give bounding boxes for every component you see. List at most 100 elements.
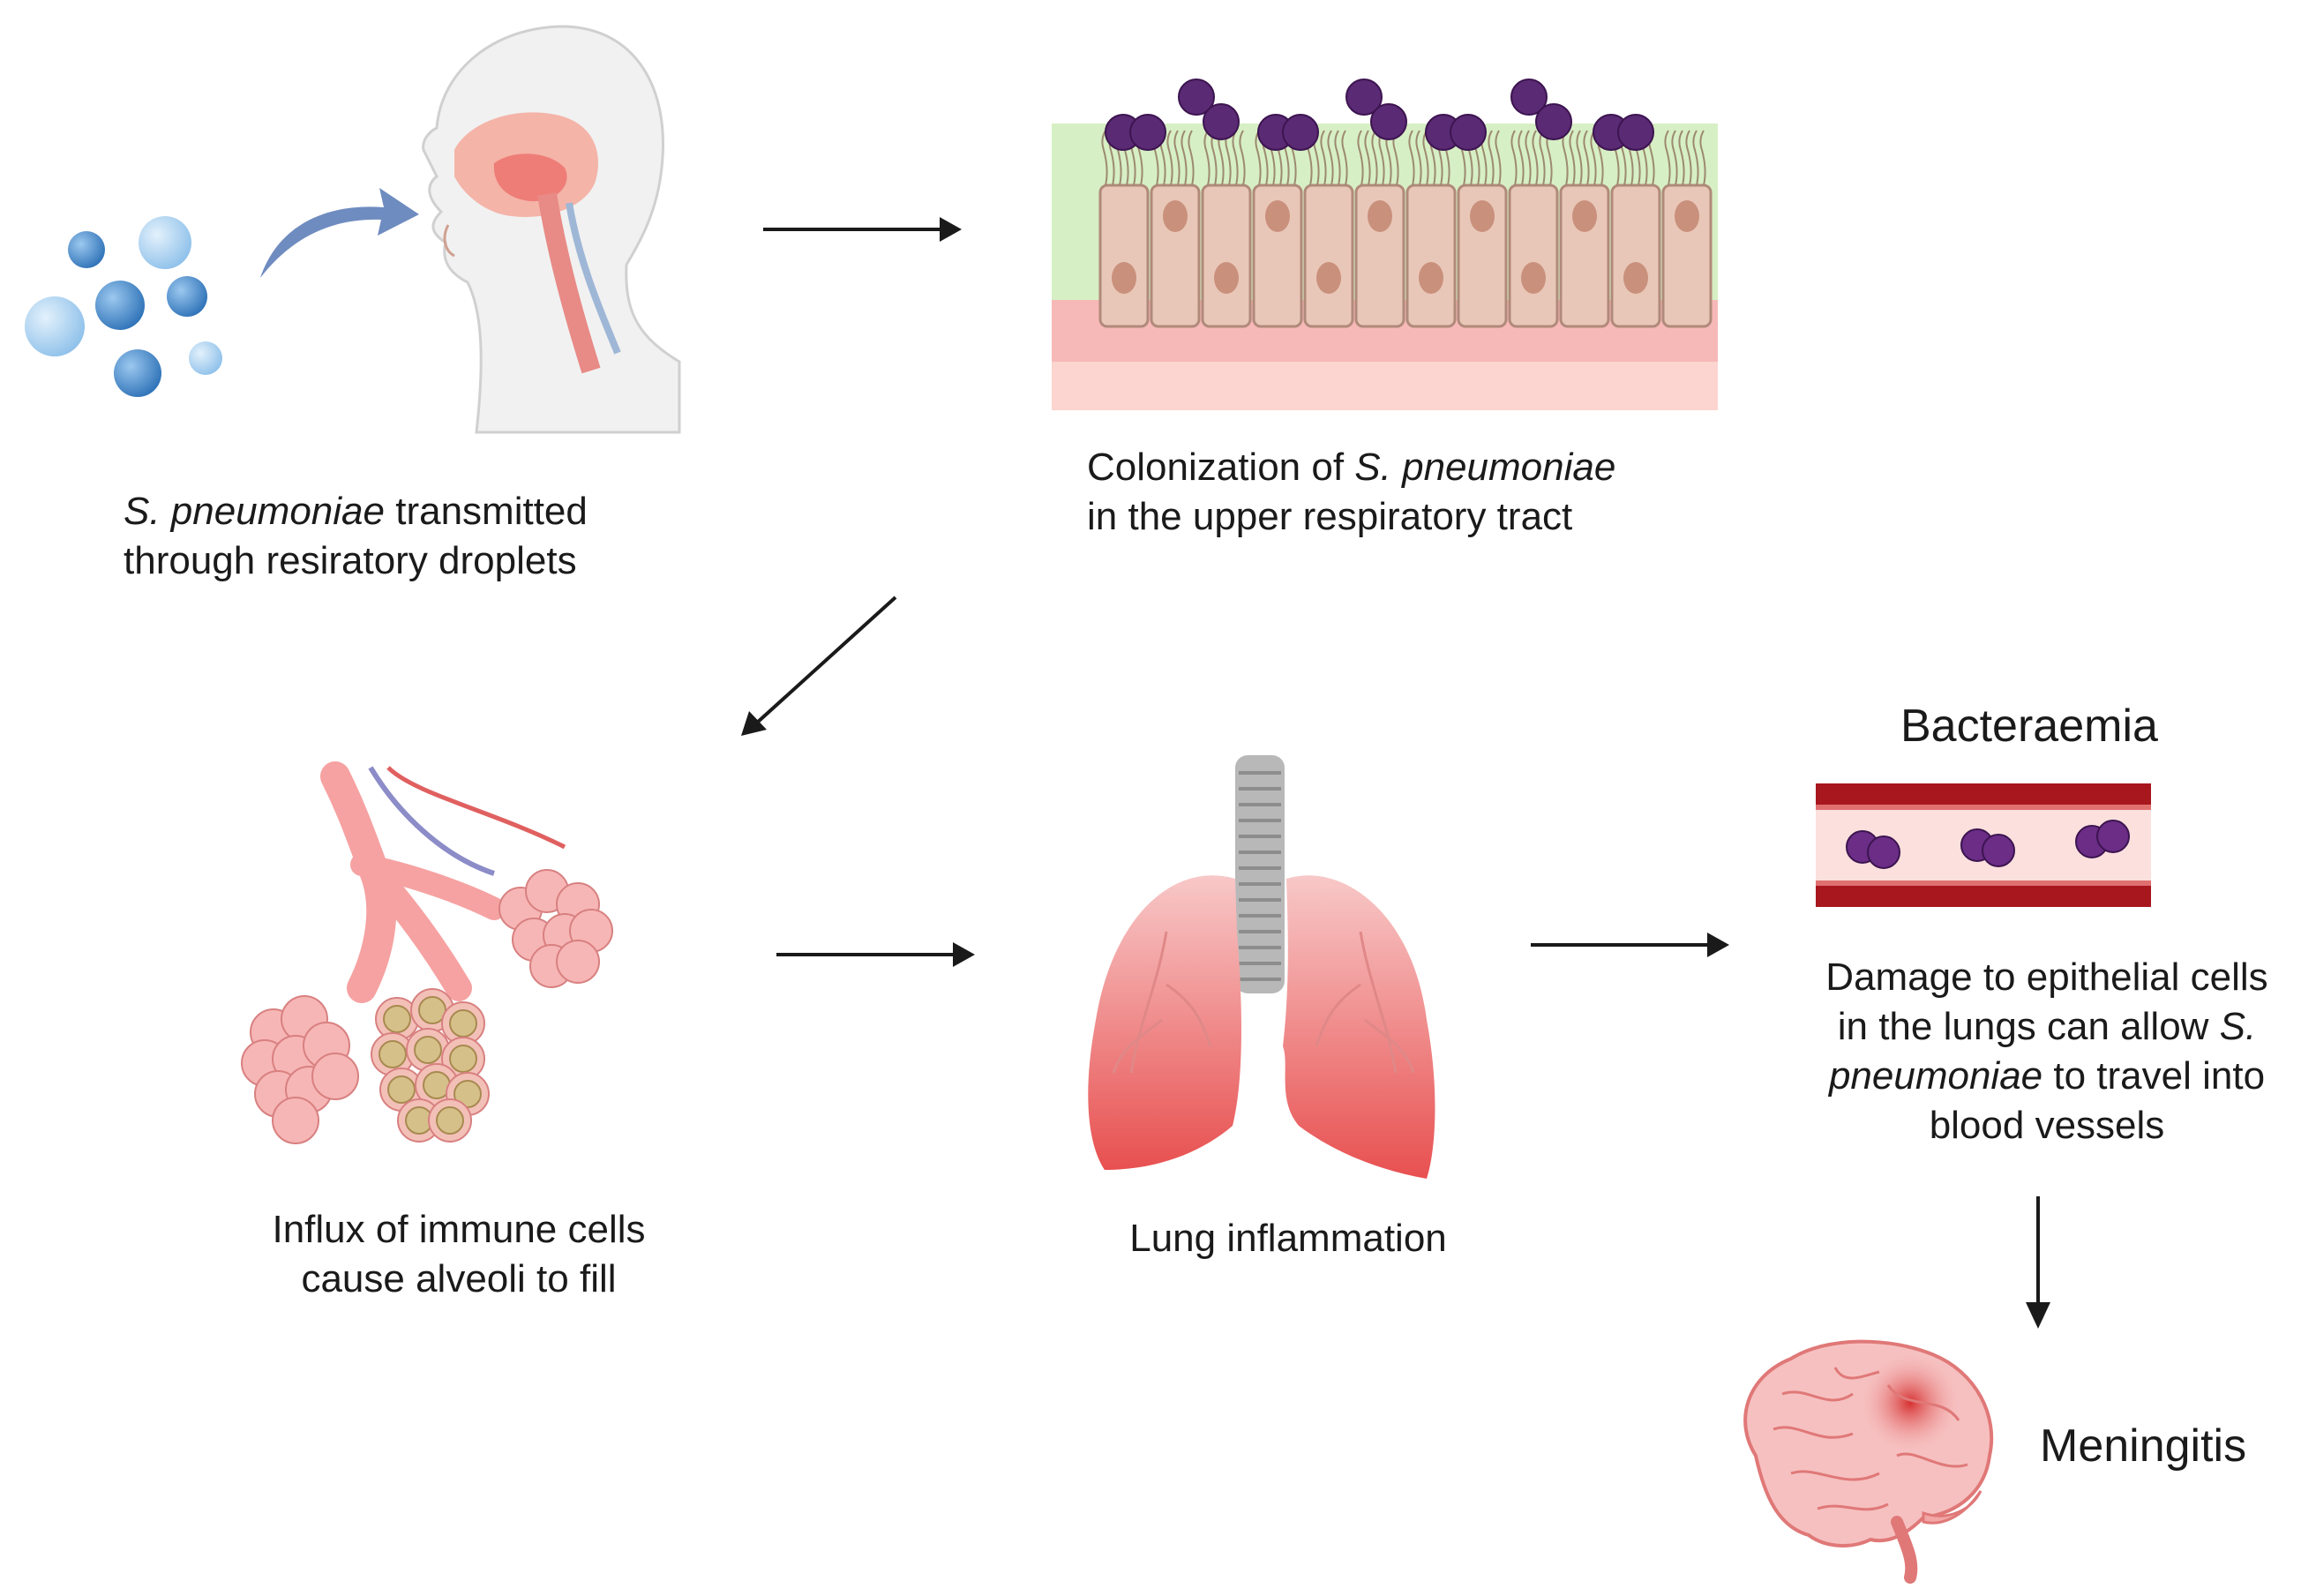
bacterium	[1178, 79, 1215, 116]
meningitis-title: Meningitis	[2040, 1420, 2247, 1472]
epithelial-cell	[1508, 184, 1559, 328]
epithelial-cell	[1354, 184, 1405, 328]
cilium	[1685, 130, 1692, 186]
cilium	[1341, 130, 1348, 186]
bacteraemia-caption-line3: pneumoniae to travel into	[1800, 1052, 2294, 1101]
inflammation-caption: Lung inflammation	[1076, 1214, 1500, 1263]
epithelial-cell	[1661, 184, 1713, 328]
transmission-caption-line1: S. pneumoniae transmitted	[124, 487, 588, 536]
bacteraemia-caption-line4: blood vessels	[1929, 1104, 2165, 1147]
cilium	[1510, 130, 1518, 186]
cell-nucleus	[1368, 200, 1392, 232]
alveoli-icon	[241, 761, 613, 1144]
epithelial-cell	[1457, 184, 1508, 328]
arrow-right-3	[1531, 933, 1729, 957]
cilium	[1320, 130, 1327, 186]
alveolus	[311, 1053, 359, 1100]
immune-cell	[449, 1045, 477, 1073]
colonization-caption: Colonization of S. pneumoniae in the upp…	[1087, 443, 1615, 542]
alveolus	[556, 940, 600, 984]
transmission-caption-line1-rest: transmitted	[385, 490, 588, 533]
bacteraemia-species-name: pneumoniae	[1828, 1054, 2043, 1098]
inhalation-arrow-icon	[260, 188, 419, 278]
cell-nucleus	[1572, 200, 1597, 232]
cell-nucleus	[1675, 200, 1699, 232]
cilium	[1188, 130, 1195, 186]
colonization-species-name: S. pneumoniae	[1354, 446, 1616, 489]
cell-nucleus	[1521, 262, 1546, 294]
cilium	[1415, 130, 1422, 186]
bacterium	[1867, 835, 1900, 869]
bacteraemia-caption: Damage to epithelial cells in the lungs …	[1800, 953, 2294, 1150]
cell-nucleus	[1623, 262, 1648, 294]
bacterium	[1129, 114, 1166, 151]
bacterium	[1617, 114, 1654, 151]
cilium	[1232, 130, 1239, 186]
transmission-caption-line2: through resiratory droplets	[124, 539, 577, 582]
colonization-caption-line1: Colonization of S. pneumoniae	[1087, 443, 1615, 492]
bacteraemia-title: Bacteraemia	[1900, 701, 2158, 752]
cilium	[1166, 130, 1173, 186]
cilium	[1569, 130, 1576, 186]
epithelial-cell	[1098, 184, 1150, 328]
cilium	[1525, 130, 1532, 186]
cilium	[1539, 130, 1546, 186]
human-head-inhalation-icon	[422, 25, 681, 434]
cilium	[1699, 130, 1706, 186]
cilium	[1692, 130, 1699, 186]
cell-nucleus	[1470, 200, 1495, 232]
colonization-caption-line2: in the upper respiratory tract	[1087, 495, 1573, 538]
alveoli-caption-line2: cause alveoli to fill	[301, 1257, 617, 1300]
arrow-diagonal	[741, 596, 897, 736]
bacteraemia-caption-line1: Damage to epithelial cells	[1825, 955, 2268, 999]
arrow-down	[2026, 1196, 2050, 1329]
cilium	[1203, 130, 1210, 186]
cilium	[1408, 130, 1415, 186]
bacterium	[1510, 79, 1548, 116]
arrow-right-1	[763, 217, 962, 242]
cilium	[1327, 130, 1334, 186]
cilium	[1518, 130, 1525, 186]
epithelial-cell	[1252, 184, 1303, 328]
immune-cell	[383, 1005, 411, 1033]
epithelial-cell	[1201, 184, 1252, 328]
cell-nucleus	[1163, 200, 1188, 232]
cell-nucleus	[1112, 262, 1136, 294]
bacterium	[2096, 820, 2130, 853]
cilium	[1532, 130, 1539, 186]
cilium	[1239, 130, 1246, 186]
arrow-right-2	[776, 942, 975, 967]
brain-icon	[1743, 1339, 1994, 1584]
cilium	[1495, 130, 1502, 186]
epithelial-cell	[1610, 184, 1661, 328]
cilium	[1576, 130, 1583, 186]
cilium	[1422, 130, 1429, 186]
immune-cell	[449, 1009, 477, 1038]
transmission-caption: S. pneumoniae transmitted through resira…	[124, 487, 588, 586]
cilium	[1488, 130, 1495, 186]
blood-vessel-icon	[1816, 783, 2151, 907]
cilium	[1101, 130, 1108, 186]
immune-cell	[414, 1036, 442, 1064]
bacteraemia-caption-line2: in the lungs can allow S.	[1800, 1002, 2294, 1052]
cilium	[1364, 130, 1371, 186]
bacterium	[1982, 834, 2015, 867]
cell-nucleus	[1265, 200, 1290, 232]
cilium	[1255, 130, 1262, 186]
epithelium-bacteria-icon	[1052, 79, 1718, 410]
cilium	[1334, 130, 1341, 186]
epithelial-cell	[1303, 184, 1354, 328]
epithelial-cell	[1150, 184, 1201, 328]
bacterium	[1370, 103, 1407, 140]
bacterium	[1203, 103, 1240, 140]
bacterium	[1345, 79, 1383, 116]
epithelial-cell	[1559, 184, 1610, 328]
cilium	[1583, 130, 1590, 186]
immune-cell	[387, 1075, 416, 1104]
cilium	[1180, 130, 1188, 186]
colonization-caption-line1-plain: Colonization of	[1087, 446, 1355, 489]
cilium	[1590, 130, 1597, 186]
cilium	[1357, 130, 1364, 186]
cell-nucleus	[1316, 262, 1341, 294]
